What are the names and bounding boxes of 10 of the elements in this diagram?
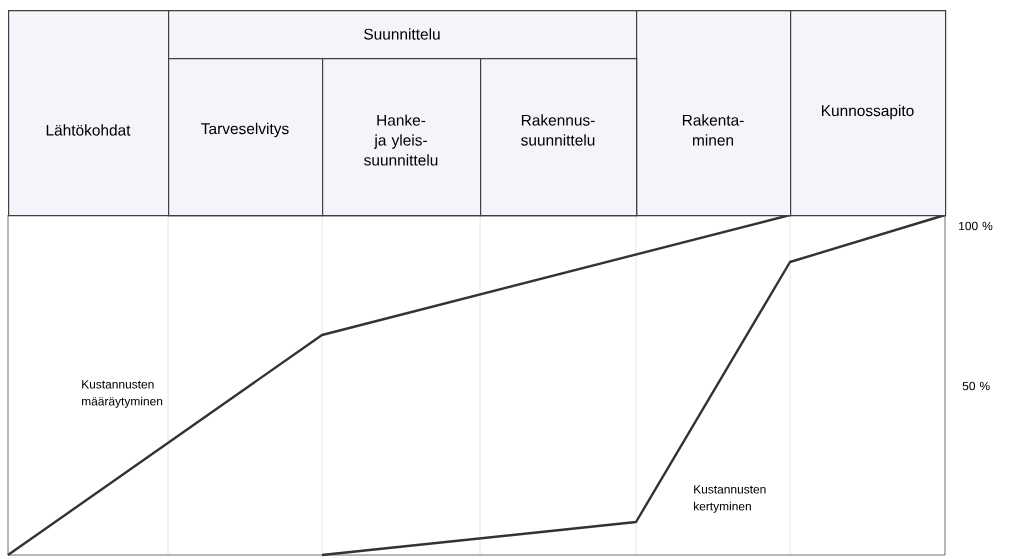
subphase-box: Tarveselvitys (168, 58, 324, 217)
axis-tick-label: 50 % (962, 381, 990, 391)
phase-box: Lähtökohdat (8, 10, 170, 217)
subphase-box: Hanke- ja yleis- suunnittelu (322, 58, 482, 217)
phase-box: Rakenta- minen (636, 10, 792, 217)
curve-label: Kustannusten kertyminen (694, 485, 766, 513)
curve-label: Kustannusten määräytyminen (82, 380, 163, 408)
axis-tick-label: 100 % (959, 221, 993, 231)
phase-box: Kunnossapito (790, 10, 947, 217)
subphase-box: Rakennus- suunnittelu (480, 58, 638, 217)
